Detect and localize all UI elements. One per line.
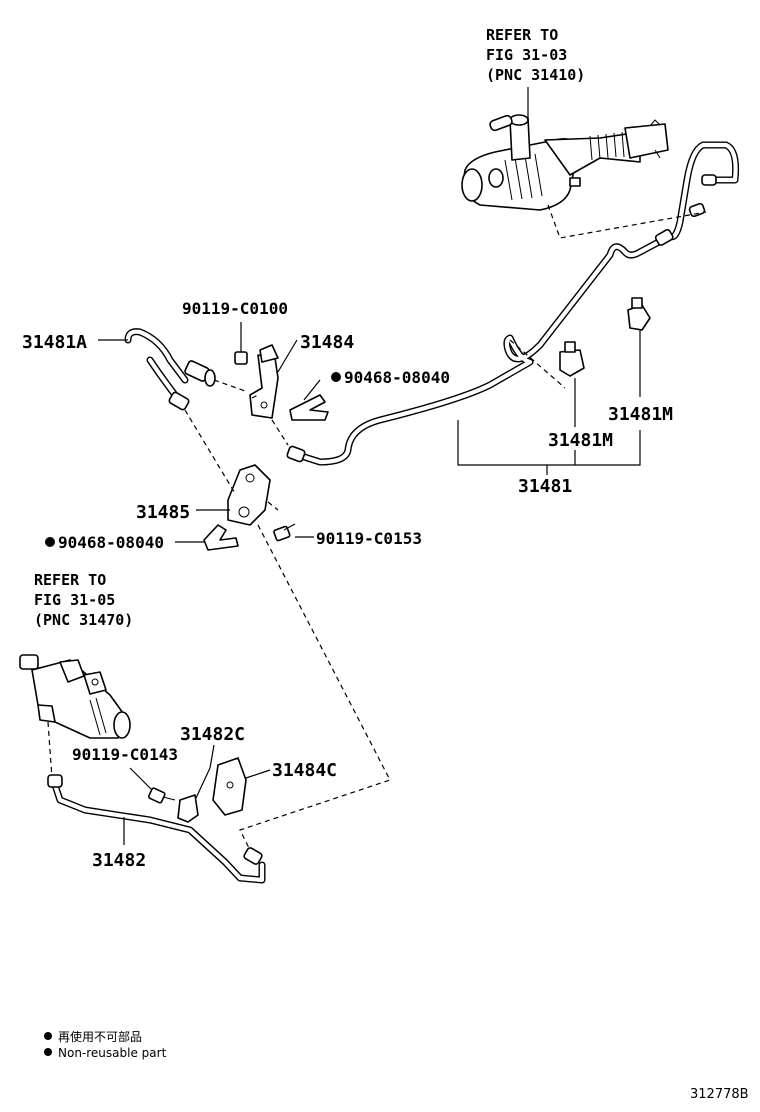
ref-left-line3: (PNC 31470) <box>34 611 133 629</box>
label-90468-08040-top[interactable]: 90468-08040 <box>344 368 450 387</box>
label-31482[interactable]: 31482 <box>92 850 146 871</box>
non-reusable-dot-icon <box>331 372 341 382</box>
clutch-master-cylinder <box>461 87 669 211</box>
bracket-31484C[interactable] <box>212 757 271 816</box>
ref-top-line3: (PNC 31410) <box>486 66 585 84</box>
bolt-90119-C0100[interactable] <box>234 322 248 365</box>
ref-top-line1: REFER TO <box>486 26 558 44</box>
figure-code: 312778B <box>690 1087 749 1102</box>
label-31484C[interactable]: 31484C <box>272 760 337 781</box>
label-31484[interactable]: 31484 <box>300 332 354 353</box>
label-31485[interactable]: 31485 <box>136 502 190 523</box>
ref-left-line2: FIG 31-05 <box>34 591 115 609</box>
bracket-31484[interactable] <box>249 344 279 419</box>
clamp-31481M-mid[interactable] <box>559 341 585 427</box>
clutch-release-cylinder <box>19 654 131 739</box>
label-90119-C0100[interactable]: 90119-C0100 <box>182 299 288 318</box>
label-31481M-mid[interactable]: 31481M <box>548 430 613 451</box>
clip-90468-08040-left[interactable] <box>175 524 239 551</box>
legend-english: Non-reusable part <box>58 1046 167 1060</box>
label-90119-C0153[interactable]: 90119-C0153 <box>316 529 422 548</box>
label-90468-08040-left[interactable]: 90468-08040 <box>58 533 164 552</box>
label-31481[interactable]: 31481 <box>518 476 572 497</box>
label-31481M-right[interactable]: 31481M <box>608 404 673 425</box>
label-31481A[interactable]: 31481A <box>22 332 87 353</box>
legend-japanese: 再使用不可部品 <box>58 1029 142 1044</box>
label-31482C[interactable]: 31482C <box>180 724 245 745</box>
bracket-31485[interactable] <box>196 464 271 526</box>
bolt-90119-C0143[interactable] <box>129 767 176 804</box>
bolt-90119-C0153[interactable] <box>273 523 314 542</box>
clip-90468-08040-top[interactable] <box>289 379 329 421</box>
reference-note-left: REFER TO FIG 31-05 (PNC 31470) <box>34 571 133 629</box>
clamp-31481M-right[interactable] <box>627 297 651 397</box>
ref-left-line1: REFER TO <box>34 571 106 589</box>
clutch-tube-31481[interactable] <box>286 141 740 466</box>
non-reusable-dot-icon <box>45 537 55 547</box>
legend: 再使用不可部品 Non-reusable part <box>44 1029 167 1060</box>
flexible-hose-31481A[interactable] <box>98 328 216 411</box>
clamp-31482C[interactable] <box>177 744 215 823</box>
clutch-tube-31482[interactable] <box>47 774 266 884</box>
reference-note-top: REFER TO FIG 31-03 (PNC 31410) <box>486 26 585 84</box>
non-reusable-dot-icon <box>44 1032 52 1040</box>
ref-top-line2: FIG 31-03 <box>486 46 567 64</box>
label-90119-C0143[interactable]: 90119-C0143 <box>72 745 178 764</box>
non-reusable-dot-icon <box>44 1048 52 1056</box>
